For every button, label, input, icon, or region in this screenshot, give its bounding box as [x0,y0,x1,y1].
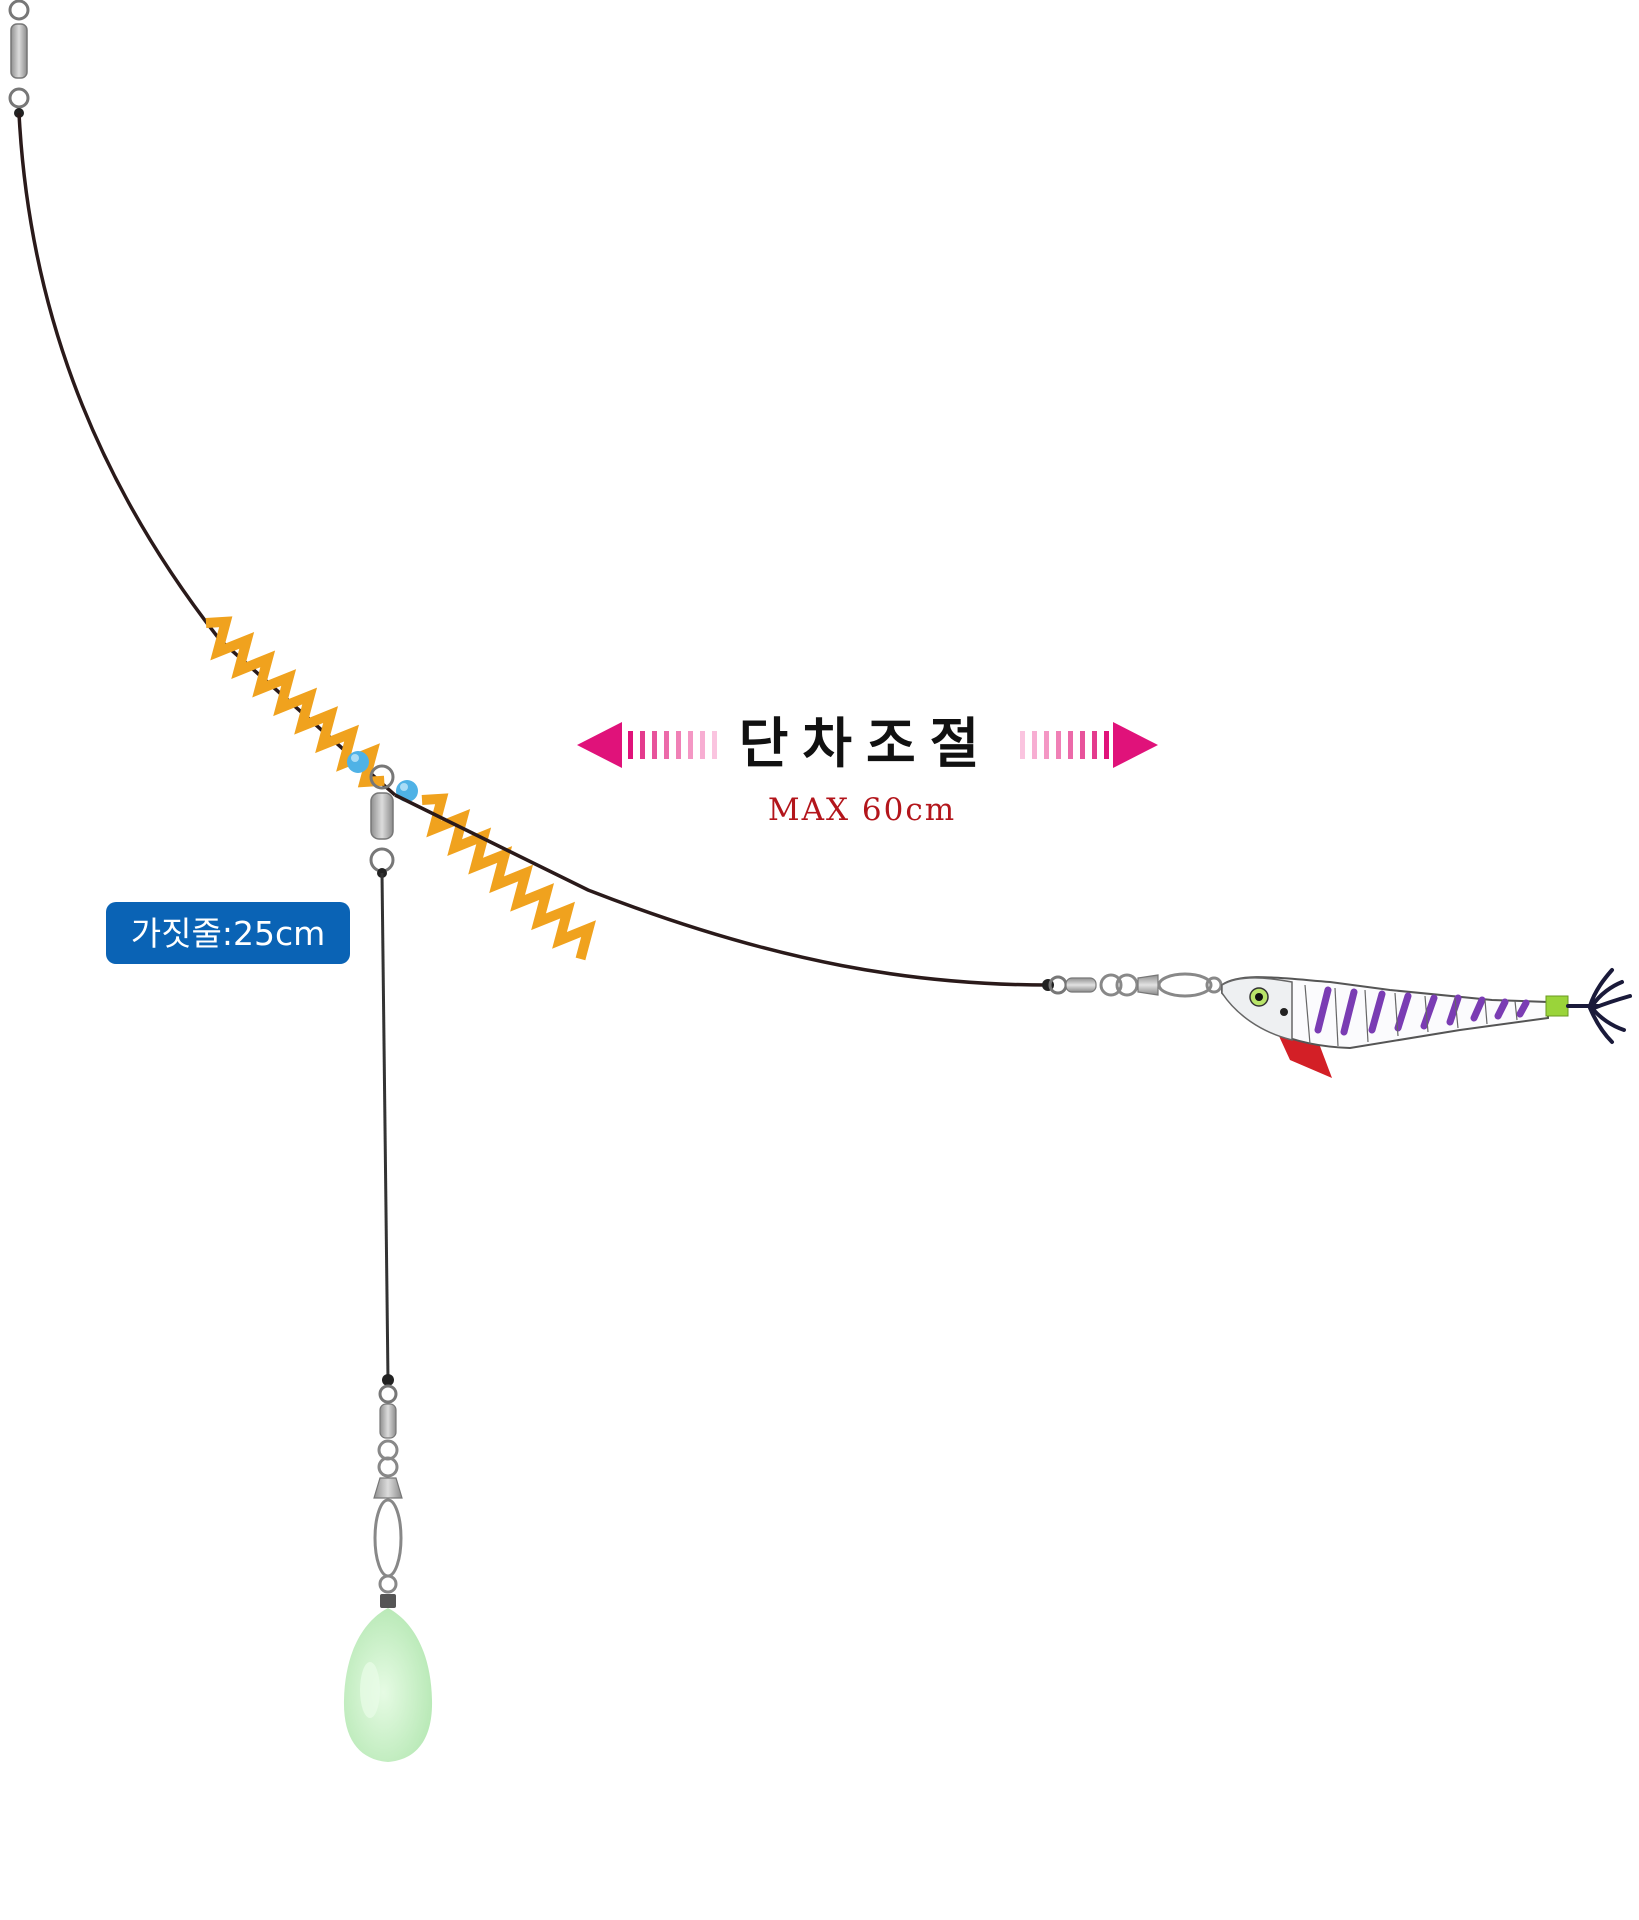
main-line-upper [17,112,397,797]
top-swivel-icon [8,0,30,118]
right-arrow-icon [1113,722,1158,768]
main-line-lower [394,793,1049,987]
right-arrow-dashes [1020,731,1109,759]
sinker-snap-swivel-icon [373,1374,403,1608]
sinker-icon [343,1608,433,1762]
left-arrow-dashes [628,731,717,759]
adjust-title: 단차조절 [739,712,994,775]
branch-length-badge: 가짓줄:25cm [106,902,350,964]
squid-jig-icon [1221,968,1632,1078]
depth-adjust-indicator: 단차조절 MAX 60cm [577,712,1158,828]
mid-swivel-icon [369,764,395,878]
egi-snap-swivel-icon [1042,972,1223,998]
lower-spring-icon [421,793,596,961]
left-arrow-icon [577,722,622,768]
bead-icon-upper [347,751,369,773]
branch-line [380,872,390,1381]
adjust-max-label: MAX 60cm [768,792,956,828]
branch-length-label: 가짓줄:25cm [131,914,325,953]
